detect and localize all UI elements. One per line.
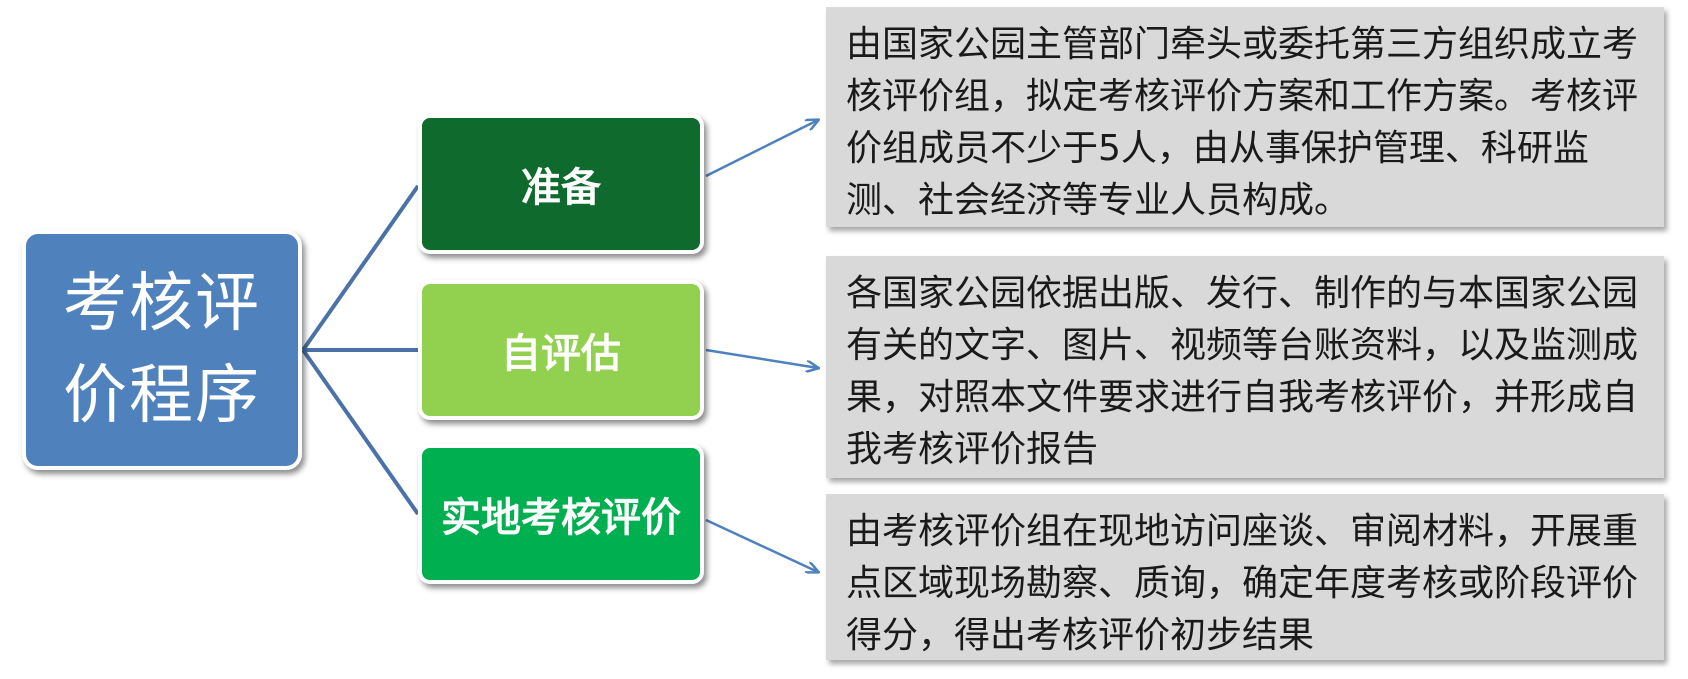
step-prepare: 准备 (418, 114, 704, 254)
description-prepare-text: 由国家公园主管部门牵头或委托第三方组织成立考核评价组，拟定考核评价方案和工作方案… (846, 24, 1639, 221)
connector-line-prepare (301, 184, 420, 352)
arrow-field-evaluation (705, 518, 818, 572)
connector-line-field-evaluation (301, 348, 420, 516)
arrow-prepare (705, 120, 818, 178)
step-prepare-label: 准备 (521, 165, 601, 211)
arrow-self-assessment (705, 348, 818, 368)
step-self-assessment: 自评估 (418, 280, 704, 420)
description-self-assessment: 各国家公园依据出版、发行、制作的与本国家公园有关的文字、图片、视频等台账资料，以… (826, 256, 1664, 478)
description-field-evaluation-text: 由考核评价组在现地访问座谈、审阅材料，开展重点区域现场勘察、质询，确定年度考核或… (846, 511, 1639, 656)
description-prepare: 由国家公园主管部门牵头或委托第三方组织成立考核评价组，拟定考核评价方案和工作方案… (826, 7, 1664, 227)
step-field-evaluation-label: 实地考核评价 (441, 495, 681, 541)
step-self-assessment-label: 自评估 (501, 331, 621, 377)
root-label: 考核评价程序 (63, 267, 261, 433)
root-node: 考核评价程序 (22, 230, 302, 470)
step-field-evaluation: 实地考核评价 (418, 444, 704, 584)
description-field-evaluation: 由考核评价组在现地访问座谈、审阅材料，开展重点区域现场勘察、质询，确定年度考核或… (826, 494, 1664, 660)
description-self-assessment-text: 各国家公园依据出版、发行、制作的与本国家公园有关的文字、图片、视频等台账资料，以… (846, 273, 1639, 470)
